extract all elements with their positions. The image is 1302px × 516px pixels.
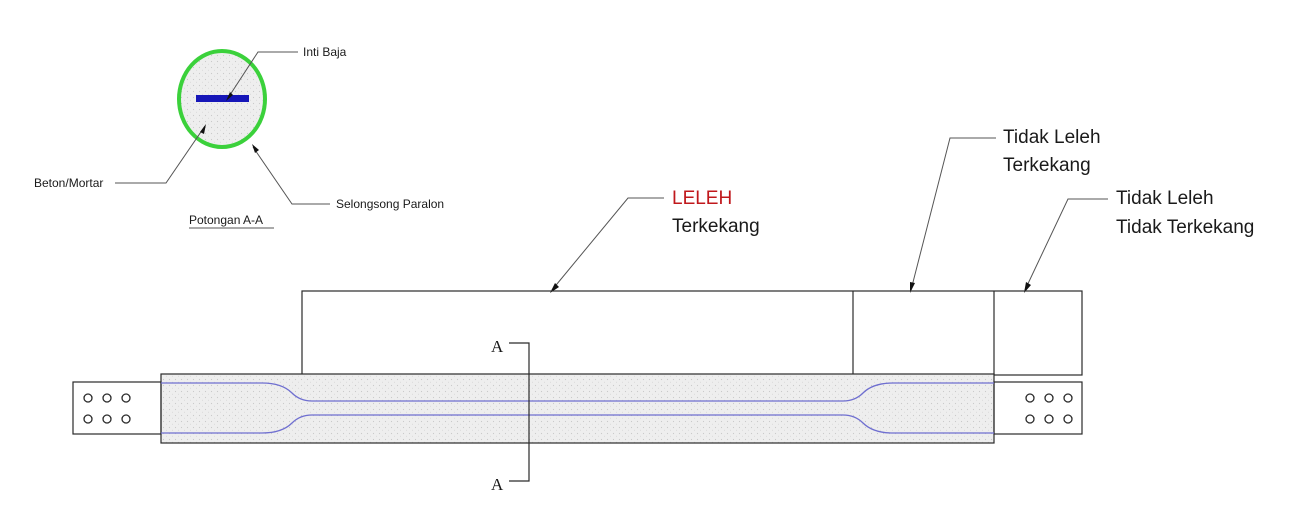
- leader-no-yield-restrained: [910, 137, 996, 291]
- bolt-hole: [1044, 393, 1054, 403]
- end-plate-right: [993, 381, 1083, 435]
- leader-no-yield-unrestrained: [1024, 198, 1108, 291]
- arrow-steel-core: [226, 92, 233, 101]
- bolt-hole: [1025, 414, 1035, 424]
- bolt-hole: [1063, 393, 1073, 403]
- bolt-hole: [1025, 393, 1035, 403]
- arrow-sleeve: [252, 144, 259, 153]
- section-title: Potongan A-A: [189, 213, 263, 227]
- section-cut-line: [509, 342, 530, 482]
- brace-elevation: [72, 373, 1083, 444]
- bolt-hole: [83, 393, 93, 403]
- bolt-hole: [1044, 414, 1054, 424]
- label-no-yield-unrestrained: Tidak Terkekang: [1116, 217, 1254, 238]
- label-steel-core: Inti Baja: [303, 45, 347, 59]
- bolt-holes-left: [83, 393, 131, 424]
- zone-boxes: [301, 290, 1083, 376]
- bolt-hole: [1063, 414, 1073, 424]
- bolt-hole: [121, 393, 131, 403]
- core-profile-bottom: [161, 414, 994, 434]
- label-concrete: Beton/Mortar: [34, 176, 103, 190]
- label-yield: LELEH: [672, 188, 732, 209]
- leader-sleeve: [252, 146, 330, 205]
- bolt-hole: [102, 414, 112, 424]
- label-yield-restrained: Terkekang: [672, 216, 760, 237]
- zone-labels: LELEH Terkekang Tidak Leleh Terkekang Ti…: [550, 127, 1254, 293]
- arrow-no-yield-unrestrained: [1024, 282, 1031, 293]
- leader-concrete: [115, 125, 206, 184]
- arrow-no-yield-restrained: [910, 282, 915, 293]
- leader-yield-zone: [551, 197, 664, 291]
- label-sleeve: Selongsong Paralon: [336, 197, 444, 211]
- section-mark-bottom: A: [491, 475, 504, 494]
- section-mark-top: A: [491, 337, 504, 356]
- steel-core-bar: [196, 95, 249, 102]
- bolt-hole: [102, 393, 112, 403]
- section-cut: A A: [491, 337, 530, 494]
- leader-steel-core: [227, 51, 298, 99]
- arrow-concrete: [200, 124, 206, 134]
- bolt-hole: [121, 414, 131, 424]
- zone-box-frame: [301, 290, 1083, 376]
- sleeve-elevation: [160, 373, 995, 444]
- label-no-yield-2: Tidak Leleh: [1116, 188, 1214, 209]
- end-plate-left: [72, 381, 162, 435]
- bolt-holes-right: [1025, 393, 1073, 424]
- core-profile-top: [161, 382, 994, 402]
- label-no-yield-1: Tidak Leleh: [1003, 127, 1101, 148]
- bolt-hole: [83, 414, 93, 424]
- cross-section: Inti Baja Beton/Mortar Selongsong Paralo…: [34, 45, 444, 229]
- label-no-yield-restrained: Terkekang: [1003, 155, 1091, 176]
